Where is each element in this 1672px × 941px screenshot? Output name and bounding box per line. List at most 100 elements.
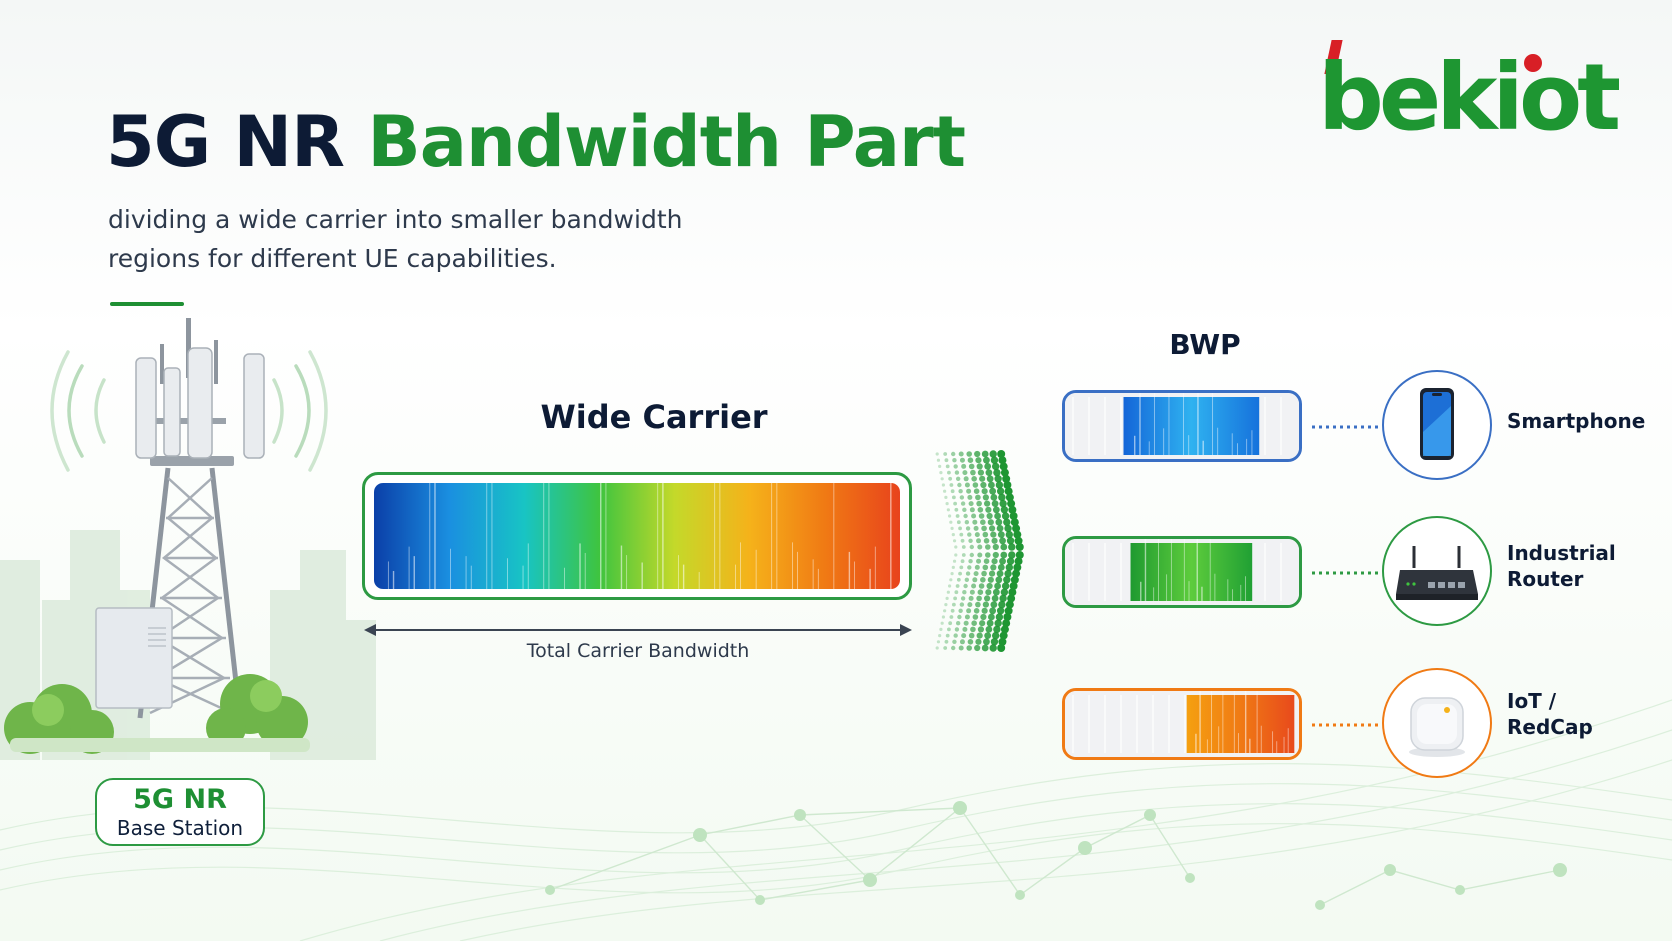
chevron-dot xyxy=(985,469,993,476)
chevron-dot xyxy=(936,640,941,644)
bandwidth-double-arrow xyxy=(364,624,912,636)
chevron-dot xyxy=(996,570,1004,577)
chevron-dot xyxy=(959,602,965,607)
chevron-dot xyxy=(948,476,953,481)
chevron-dot xyxy=(958,645,964,651)
chevron-dot xyxy=(956,577,961,582)
chevron-dot xyxy=(939,471,943,475)
chevron-dot xyxy=(943,452,948,456)
chevron-dot xyxy=(994,619,1002,627)
chevron-dot xyxy=(998,600,1006,609)
chevron-dot xyxy=(998,637,1007,646)
chevron-dot xyxy=(977,507,984,513)
chevron-dot xyxy=(992,543,999,551)
chevron-dot xyxy=(945,464,950,469)
bwp-row-smartphone: Smartphone xyxy=(1062,370,1645,502)
chevron-dot xyxy=(999,631,1008,640)
chevron-dot xyxy=(980,577,986,583)
chevron-dot xyxy=(983,638,990,646)
title-part-1: 5G NR xyxy=(106,101,345,183)
chevron-dot xyxy=(997,564,1005,571)
dotted-chevron-arrow-icon xyxy=(935,450,1024,652)
chevron-dot xyxy=(960,501,966,506)
logo-accent-dot xyxy=(1524,54,1542,72)
device-label-iot: IoT / RedCap xyxy=(1507,688,1593,740)
chevron-dot xyxy=(973,608,980,614)
chevron-dot xyxy=(981,488,988,495)
chevron-dot xyxy=(952,559,957,563)
chevron-dot xyxy=(940,621,944,625)
chevron-dot xyxy=(980,481,987,489)
chevron-dot xyxy=(949,483,954,487)
chevron-dot xyxy=(947,627,951,632)
chevron-dot xyxy=(945,633,950,638)
chevron-dot xyxy=(985,626,993,633)
chevron-dot xyxy=(948,584,952,588)
chevron-dot xyxy=(952,539,957,543)
chevron-dot xyxy=(938,634,942,638)
base-station-subtitle: Base Station xyxy=(116,816,244,840)
chevron-dot xyxy=(945,502,949,506)
chevron-dot xyxy=(987,576,994,583)
bwp-spectrum-smartphone xyxy=(1065,393,1299,459)
chevron-dot xyxy=(948,514,952,518)
chevron-dot xyxy=(964,614,970,620)
total-bandwidth-label: Total Carrier Bandwidth xyxy=(526,640,750,662)
chevron-dot xyxy=(968,632,975,639)
chevron-dot xyxy=(964,482,970,488)
chevron-dot xyxy=(960,538,965,543)
device-label-router: Industrial Router xyxy=(1507,540,1616,592)
chevron-dot xyxy=(968,501,974,507)
chevron-dot xyxy=(960,596,966,601)
chevron-dot xyxy=(979,475,986,482)
chevron-dot xyxy=(964,520,970,525)
chevron-dot xyxy=(986,512,993,520)
chevron-dot xyxy=(935,452,939,456)
chevron-dot xyxy=(999,499,1007,508)
wide-carrier-spectrum xyxy=(362,472,912,600)
chevron-dot xyxy=(955,584,960,588)
chevron-dot xyxy=(1004,524,1012,533)
chevron-dot xyxy=(985,544,991,550)
chevron-dot xyxy=(943,646,948,650)
chevron-dot xyxy=(964,577,970,582)
chevron-dot xyxy=(949,578,953,582)
chevron-dot xyxy=(962,626,968,632)
chevron-dot xyxy=(984,500,991,507)
bwp-box-iot xyxy=(1062,688,1302,760)
chevron-dot xyxy=(989,450,997,458)
chevron-dot xyxy=(971,513,977,519)
chevron-dot xyxy=(1009,582,1018,590)
chevron-dot xyxy=(1015,543,1024,551)
chevron-dot xyxy=(990,494,998,501)
bekiot-logo: bekiot xyxy=(1318,40,1628,150)
chevron-dot xyxy=(973,488,980,494)
chevron-dot xyxy=(976,538,982,544)
chevron-dot xyxy=(955,476,961,481)
chevron-dot xyxy=(946,590,950,594)
chevron-dot xyxy=(984,463,992,470)
chevron-dot xyxy=(951,451,956,457)
chevron-dot xyxy=(997,644,1006,652)
chevron-dot xyxy=(1008,505,1017,514)
chevron-dot xyxy=(972,614,979,620)
chevron-dot xyxy=(954,553,958,557)
chevron-dot xyxy=(957,482,962,488)
chevron-dot xyxy=(954,507,959,512)
chevron-dot xyxy=(988,570,996,577)
chevron-dot xyxy=(966,488,972,494)
chevron-dot xyxy=(992,506,1000,514)
chevron-dot xyxy=(948,621,953,626)
bwp-row-router: Industrial Router xyxy=(1062,516,1642,648)
chevron-dot xyxy=(969,544,974,550)
chevron-dot xyxy=(945,596,949,600)
chevron-dot xyxy=(952,639,957,644)
chevron-dot xyxy=(944,458,949,463)
chevron-dot xyxy=(991,537,998,544)
device-label-line: Router xyxy=(1507,567,1584,591)
chevron-dot xyxy=(991,631,1000,640)
chevron-dot xyxy=(990,564,997,571)
chevron-dot xyxy=(976,595,982,602)
chevron-dot xyxy=(978,513,985,519)
chevron-dot xyxy=(1000,551,1008,559)
